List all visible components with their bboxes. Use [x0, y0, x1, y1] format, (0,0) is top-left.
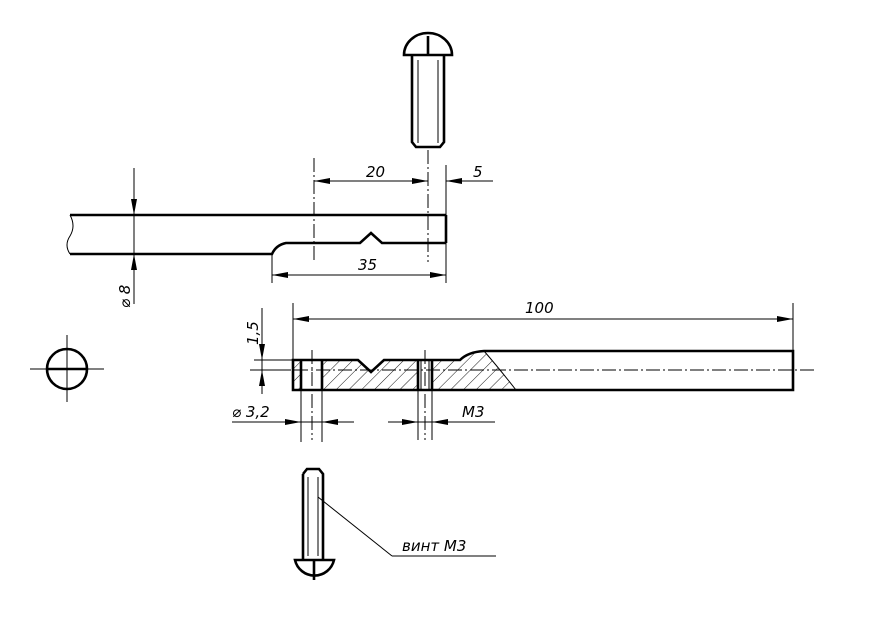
diameter-symbol-2: ⌀ [232, 403, 241, 421]
dim-8-label: 8 [116, 285, 134, 295]
dim-5-label: 5 [473, 163, 483, 181]
dim-1-5-label: 1,5 [244, 321, 262, 345]
dim-20-label: 20 [366, 163, 385, 181]
top-screw [402, 31, 454, 149]
dimension-5: 5 [445, 163, 493, 215]
cross-section-circle [30, 335, 104, 402]
svg-text:⌀ 8: ⌀ 8 [116, 285, 134, 308]
dimension-20: 20 [314, 163, 428, 184]
dimension-diameter-8: ⌀ 8 [116, 168, 137, 308]
svg-text:⌀ 3,2: ⌀ 3,2 [232, 403, 270, 421]
lower-rod-section [250, 349, 815, 440]
dim-3-2-label: 3,2 [246, 403, 270, 421]
screw-label: винт М3 [402, 537, 466, 555]
dim-35-label: 35 [358, 256, 377, 274]
dimension-35: 35 [271, 243, 447, 283]
dim-100-label: 100 [525, 299, 554, 317]
bottom-screw [293, 467, 336, 580]
dimension-m3: M3 [388, 390, 495, 440]
dimension-1-5: 1,5 [244, 308, 293, 394]
dimension-diameter-3-2: ⌀ 3,2 [232, 390, 354, 442]
dim-m3-label: M3 [462, 403, 485, 421]
upper-rod-view [66, 150, 448, 262]
diameter-symbol: ⌀ [116, 299, 134, 308]
screw-leader: винт М3 [317, 496, 496, 557]
dimension-100: 100 [292, 299, 794, 360]
